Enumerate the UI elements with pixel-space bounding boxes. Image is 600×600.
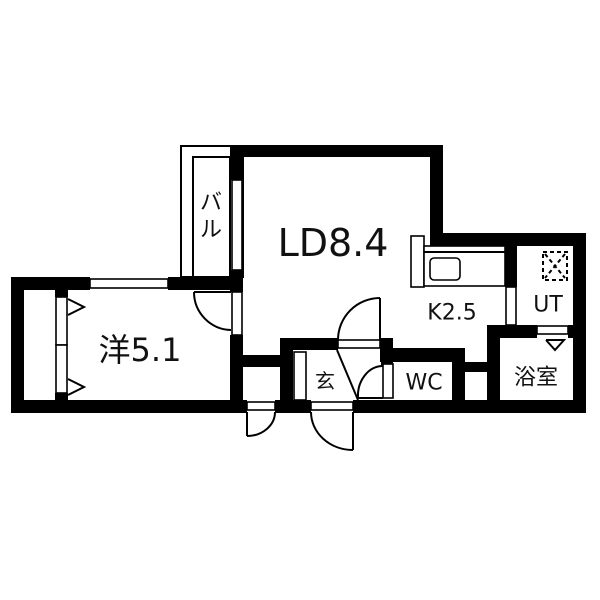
label-kitchen: K2.5 [427, 301, 476, 326]
door-utility[interactable] [505, 286, 517, 326]
door-storage[interactable] [246, 401, 276, 437]
door-western-room[interactable] [193, 291, 243, 336]
door-bathroom[interactable] [536, 325, 569, 352]
walls [11, 145, 586, 413]
door-living-dining[interactable] [337, 297, 381, 349]
kitchen-counter [410, 235, 506, 288]
washing-machine-icon [542, 251, 568, 281]
door-toilet[interactable] [356, 363, 394, 399]
label-living-dining: LD8.4 [278, 221, 389, 265]
label-utility: UT [533, 293, 563, 318]
closet [55, 290, 87, 400]
window-ld-balcony [231, 179, 243, 271]
shoe-cabinet [293, 351, 307, 401]
label-bathroom: 浴室 [514, 366, 558, 391]
window-western-room [89, 278, 169, 289]
label-toilet: WC [405, 371, 442, 396]
entrance-step-line [336, 349, 359, 401]
front-door[interactable] [310, 401, 354, 451]
label-balcony-top: バ [200, 191, 222, 216]
sink-icon [429, 257, 461, 281]
label-entrance: 玄 [315, 369, 335, 393]
label-balcony-bottom: ル [200, 218, 222, 243]
label-western-room: 洋5.1 [99, 331, 182, 369]
